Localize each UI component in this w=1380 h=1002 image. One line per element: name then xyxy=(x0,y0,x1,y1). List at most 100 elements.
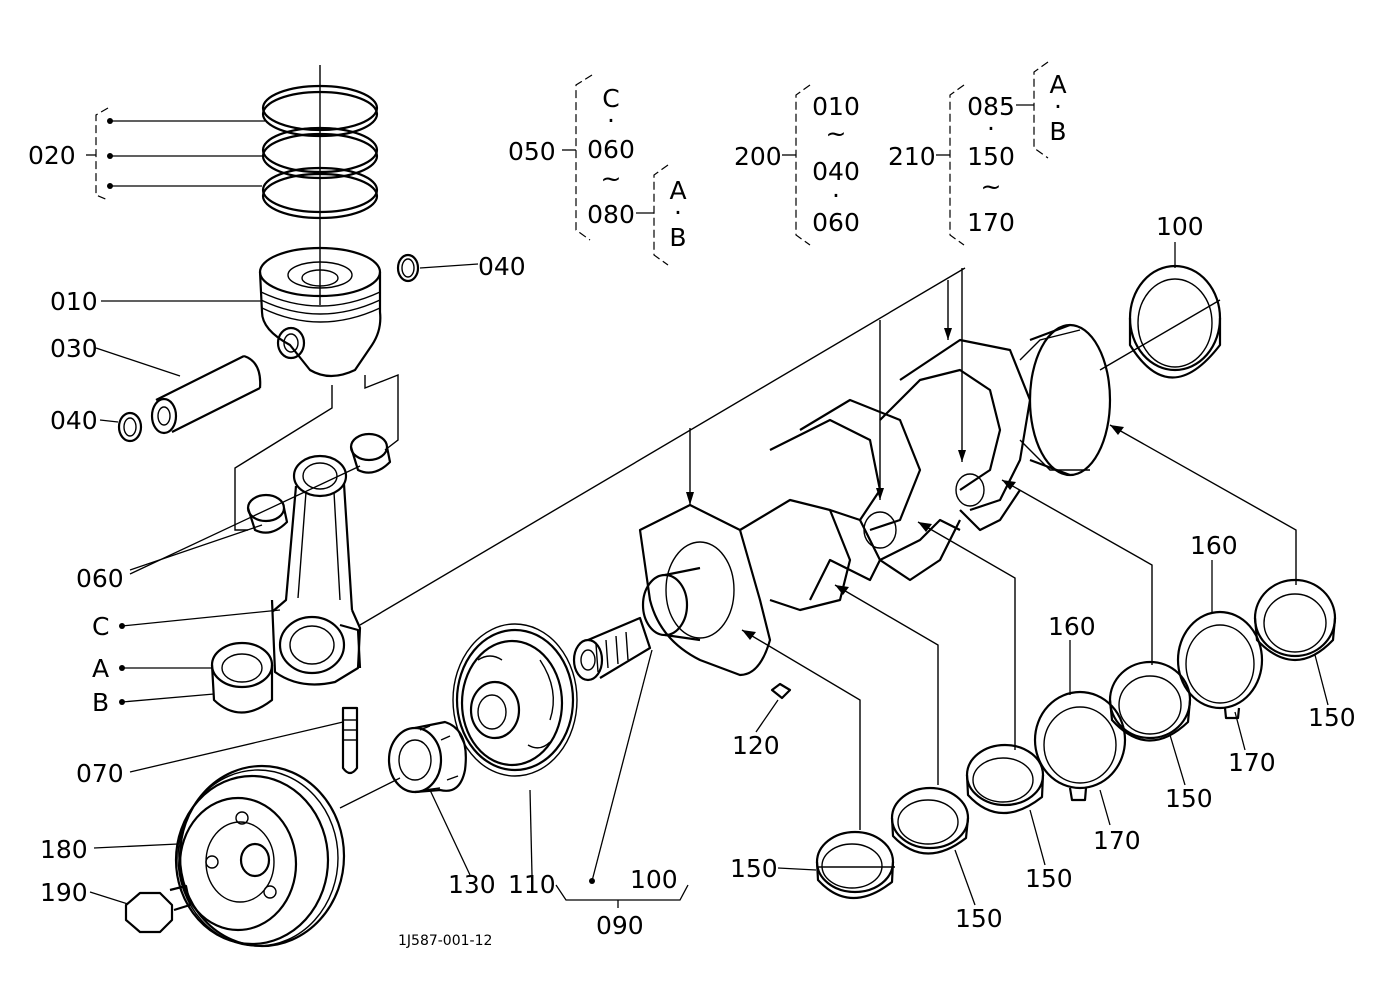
group-210-item-5: 170 xyxy=(967,208,1015,237)
label-040-upper: 040 xyxy=(478,252,526,281)
bearing-2-leader xyxy=(954,849,976,906)
snap-ring-upper-leader xyxy=(419,263,479,269)
group-210-sub-2: · xyxy=(1054,92,1062,121)
group-050-item-1: C xyxy=(602,84,620,113)
rear-bushing xyxy=(1099,264,1222,379)
thrust-washer-2 xyxy=(1176,610,1264,720)
pulley-bolt xyxy=(124,884,192,934)
label-160-a: 160 xyxy=(1048,612,1096,641)
oil-gear-leader xyxy=(529,789,533,876)
label-160-b: 160 xyxy=(1190,531,1238,560)
group-200-item-1: 010 xyxy=(812,92,860,121)
arrow-leaders xyxy=(686,268,966,505)
group-200-item-3: 040 xyxy=(812,157,860,186)
group-050-item-2: · xyxy=(607,106,615,135)
pulley-bolt-leader xyxy=(89,891,129,905)
bracket-210 xyxy=(936,61,1049,246)
group-210-sub-3: B xyxy=(1049,117,1067,146)
bearing-leaders xyxy=(741,424,1297,830)
oil-pump-gear xyxy=(452,623,578,777)
label-150-a: 150 xyxy=(730,854,778,883)
piston xyxy=(258,246,382,378)
label-150-c: 150 xyxy=(1025,864,1073,893)
label-040-lower: 040 xyxy=(50,406,98,435)
group-210-sub-1: A xyxy=(1049,70,1067,99)
group-200-item-4: · xyxy=(832,181,840,210)
group-090-bracket xyxy=(555,649,689,908)
label-170-b: 170 xyxy=(1228,748,1276,777)
connecting-rod xyxy=(270,454,362,686)
label-010: 010 xyxy=(50,287,98,316)
group-210-item-2: · xyxy=(987,114,995,143)
main-bearing-4 xyxy=(1108,660,1192,742)
group-050-code: 050 xyxy=(508,137,556,166)
label-060: 060 xyxy=(76,564,124,593)
washer-2-leader-b xyxy=(1234,711,1246,751)
label-b: B xyxy=(92,688,110,717)
pulley-leader xyxy=(93,843,179,849)
piston-pin xyxy=(150,354,262,435)
snap-ring-lower-leader xyxy=(99,419,119,423)
big-end-bearing xyxy=(210,641,274,714)
figure-id: 1J587-001-12 xyxy=(398,933,493,949)
axis-line xyxy=(359,267,966,626)
group-210-code: 210 xyxy=(888,142,936,171)
label-100-group: 100 xyxy=(630,865,678,894)
feather-key xyxy=(770,682,792,700)
group-210-item-1: 085 xyxy=(967,92,1015,121)
ring-leaders xyxy=(86,107,265,201)
small-end-bushings xyxy=(246,432,392,534)
label-190: 190 xyxy=(40,878,88,907)
group-210-item-4: ~ xyxy=(980,172,1002,201)
rod-bolt xyxy=(341,706,359,775)
group-200-code: 200 xyxy=(734,142,782,171)
label-110: 110 xyxy=(508,870,556,899)
gear-shaft-line xyxy=(339,777,401,809)
group-200-item-2: ~ xyxy=(825,119,847,148)
label-150-b: 150 xyxy=(955,904,1003,933)
label-130: 130 xyxy=(448,870,496,899)
main-bearing-5 xyxy=(1253,578,1337,662)
crank-gear xyxy=(387,720,467,794)
label-070: 070 xyxy=(76,759,124,788)
group-050-item-5: 080 xyxy=(587,200,635,229)
main-bearing-1 xyxy=(815,830,895,900)
label-a: A xyxy=(92,654,110,683)
snap-ring-lower xyxy=(117,411,143,443)
crank-pulley xyxy=(174,764,346,948)
washer-1-leader-b xyxy=(1099,789,1111,826)
crankshaft xyxy=(572,323,1112,682)
label-090: 090 xyxy=(596,911,644,940)
key-leader xyxy=(755,699,779,733)
group-200-item-5: 060 xyxy=(812,208,860,237)
pin-leader xyxy=(95,347,181,377)
snap-ring-upper xyxy=(396,253,420,283)
label-170-a: 170 xyxy=(1093,826,1141,855)
label-030: 030 xyxy=(50,334,98,363)
label-180: 180 xyxy=(40,835,88,864)
crank-gear-leader xyxy=(429,789,471,876)
rod-bracket-lines xyxy=(234,373,399,531)
bearing-5-leader xyxy=(1314,654,1329,706)
bearing-1-leader xyxy=(777,867,817,871)
label-120: 120 xyxy=(732,731,780,760)
group-050-sub-2: · xyxy=(674,198,682,227)
thrust-washer-1 xyxy=(1033,690,1127,802)
bearing-4-leader xyxy=(1169,734,1186,786)
piston-rings xyxy=(261,65,379,305)
label-150-e: 150 xyxy=(1308,703,1356,732)
bracket-050 xyxy=(562,74,669,266)
label-150-d: 150 xyxy=(1165,784,1213,813)
main-bearing-3 xyxy=(965,743,1045,815)
bracket-200 xyxy=(782,84,811,246)
rod-bolt-leader xyxy=(129,721,344,773)
group-210-item-3: 150 xyxy=(967,142,1015,171)
bearing-3-leader xyxy=(1029,809,1046,866)
group-050-sub-3: B xyxy=(669,223,687,252)
main-bearing-2 xyxy=(890,786,970,855)
group-050-item-3: 060 xyxy=(587,135,635,164)
label-100-rear: 100 xyxy=(1156,212,1204,241)
rod-label-leaders xyxy=(119,609,281,705)
